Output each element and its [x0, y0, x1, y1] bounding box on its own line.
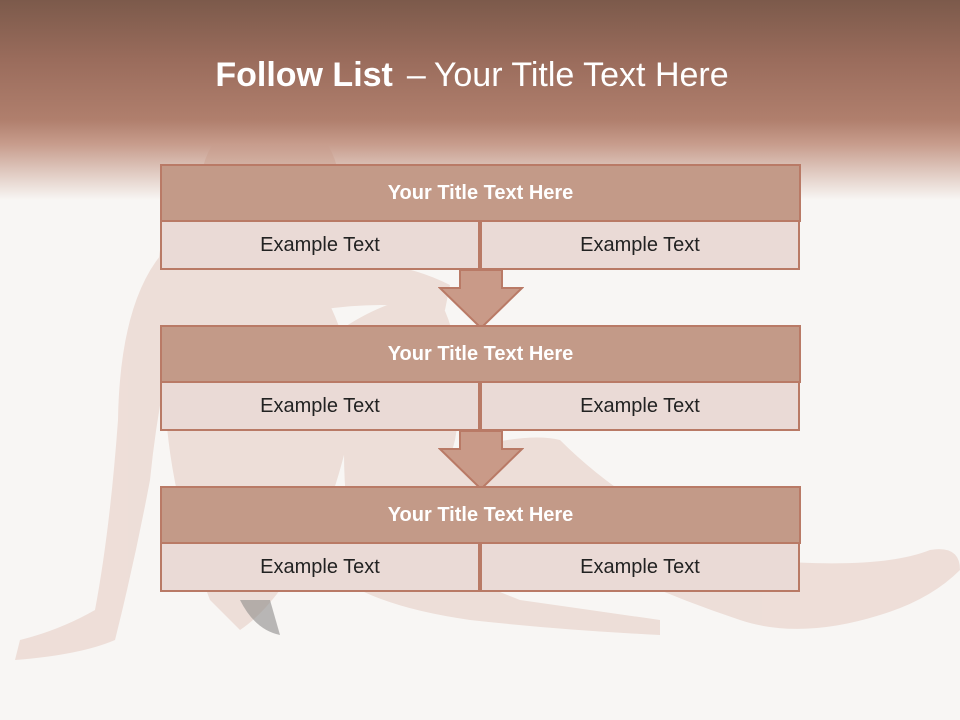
slide-title: Follow List–Your Title Text Here	[0, 52, 944, 98]
slide-title-dash: –	[406, 56, 426, 94]
slide-title-bold: Follow List	[215, 56, 393, 94]
block-title: Your Title Text Here	[160, 486, 801, 544]
down-arrow-icon	[438, 270, 524, 330]
block-left-cell: Example Text	[160, 220, 480, 270]
slide-title-rest: Your Title Text Here	[433, 56, 729, 94]
block-left-cell: Example Text	[160, 542, 480, 592]
block-title: Your Title Text Here	[160, 164, 801, 222]
block-right-cell: Example Text	[480, 381, 800, 431]
list-block-2: Your Title Text Here Example Text Exampl…	[160, 325, 801, 431]
list-block-1: Your Title Text Here Example Text Exampl…	[160, 164, 801, 270]
block-left-cell: Example Text	[160, 381, 480, 431]
block-right-cell: Example Text	[480, 542, 800, 592]
block-right-cell: Example Text	[480, 220, 800, 270]
block-title: Your Title Text Here	[160, 325, 801, 383]
down-arrow-icon	[438, 431, 524, 491]
list-block-3: Your Title Text Here Example Text Exampl…	[160, 486, 801, 592]
